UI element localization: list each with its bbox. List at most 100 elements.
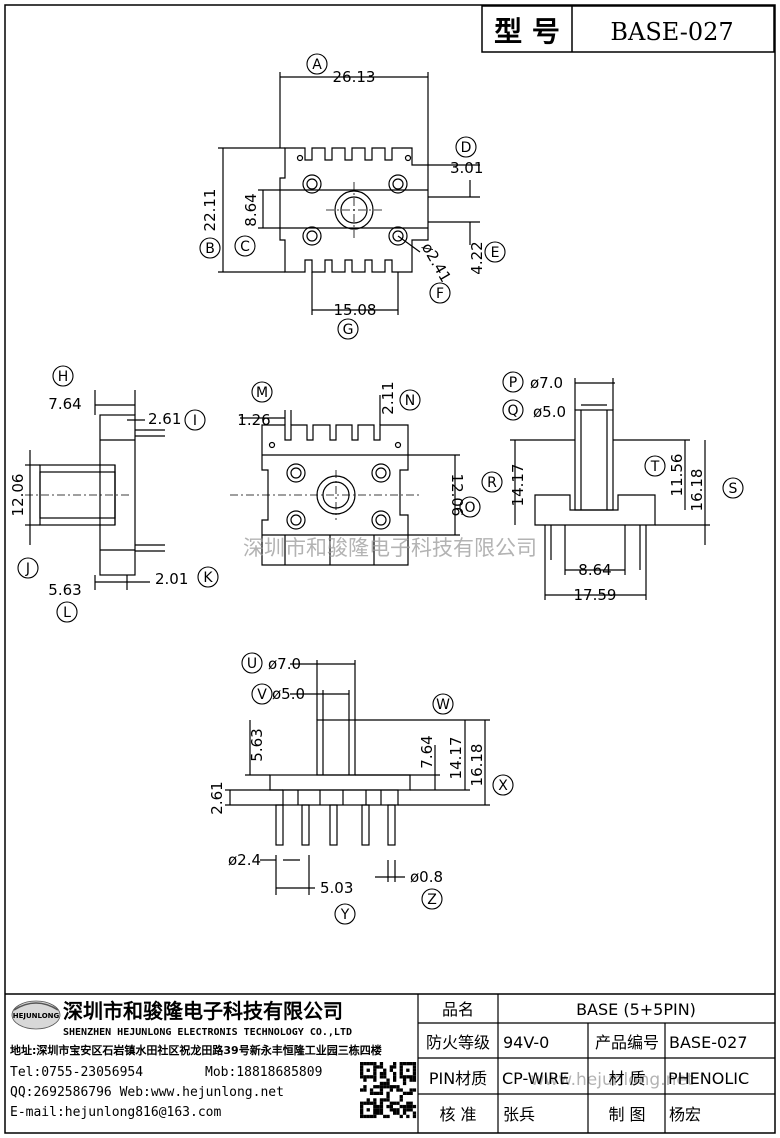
company-mob: Mob:18818685809 <box>205 1065 322 1080</box>
qr-module <box>412 1088 417 1092</box>
qr-module <box>409 1108 413 1112</box>
callout-circle-n <box>399 389 421 411</box>
qr-module <box>360 1065 364 1069</box>
callout-letter-z: Z <box>427 892 437 908</box>
callout-circle-i <box>184 409 206 431</box>
callout-letter-d: D <box>461 140 472 156</box>
qr-code <box>360 1062 417 1119</box>
qr-module <box>373 1108 377 1112</box>
callout-letter-r: R <box>487 475 497 491</box>
qr-module <box>373 1062 377 1066</box>
qr-module <box>376 1104 380 1109</box>
qr-module <box>379 1071 384 1076</box>
fire-value: 94V-0 <box>503 1033 549 1052</box>
dim-f: ø2.41 <box>418 240 455 286</box>
callout-circle-j <box>17 557 39 579</box>
callout-letter-o: O <box>464 500 475 516</box>
qr-module <box>376 1108 380 1112</box>
qr-module <box>369 1091 374 1095</box>
qr-module <box>393 1108 397 1112</box>
qr-module <box>409 1078 413 1082</box>
draw-value: 杨宏 <box>669 1105 701 1124</box>
dim-z: ø0.8 <box>410 868 443 886</box>
qr-module <box>379 1104 384 1109</box>
qr-module <box>409 1062 413 1066</box>
company-address: 地址:深圳市宝安区石岩镇水田社区祝龙田路39号新永丰恒隆工业园三栋四楼 <box>10 1043 382 1057</box>
qr-module <box>393 1085 397 1089</box>
qr-module <box>383 1085 387 1089</box>
callout-circle-x <box>492 774 514 796</box>
callout-circle-s <box>722 477 744 499</box>
qr-module <box>393 1111 397 1115</box>
callout-circle-u <box>241 652 263 674</box>
name-value: BASE (5+5PIN) <box>576 1000 696 1019</box>
qr-module <box>379 1091 384 1095</box>
callout-circle-l <box>56 601 78 623</box>
qr-module <box>406 1062 410 1066</box>
qr-module <box>393 1078 397 1082</box>
callout-circle-e <box>484 241 506 263</box>
left-side-view-dims: 7.64 2.61 12.06 2.01 5.63 <box>9 395 188 599</box>
callout-letter-g: G <box>343 322 354 338</box>
qr-module <box>383 1081 387 1086</box>
qr-module <box>386 1085 390 1089</box>
callout-circle-z <box>421 888 443 910</box>
dim-y: 5.03 <box>320 879 353 897</box>
qr-module <box>373 1068 377 1072</box>
callout-letter-e: E <box>491 245 500 261</box>
qr-module <box>373 1078 377 1082</box>
spec-table <box>417 994 775 1133</box>
qr-module <box>360 1071 364 1076</box>
qr-module <box>363 1101 367 1105</box>
qr-module <box>412 1114 417 1119</box>
qr-module <box>406 1114 410 1119</box>
qr-module <box>409 1088 413 1092</box>
dim-e: 4.22 <box>468 241 486 274</box>
dim-h1: 8.64 <box>578 561 611 579</box>
callout-letter-p: P <box>509 375 517 391</box>
left-side-view <box>25 390 165 590</box>
dim-a: 26.13 <box>333 68 376 86</box>
qr-module <box>406 1075 410 1079</box>
qr-module <box>373 1111 377 1115</box>
qr-module <box>402 1075 407 1079</box>
qr-module <box>360 1114 364 1119</box>
code-value: BASE-027 <box>669 1033 748 1052</box>
company-email: E-mail:hejunlong816@163.com <box>10 1105 221 1120</box>
callout-circle-g <box>337 318 359 340</box>
qr-module <box>366 1108 370 1112</box>
qr-module <box>369 1062 374 1066</box>
qr-module <box>386 1078 390 1082</box>
qr-module <box>366 1068 370 1072</box>
callout-letter-u: U <box>247 656 257 672</box>
qr-module <box>363 1114 367 1119</box>
qr-module <box>386 1114 390 1119</box>
check-value: 张兵 <box>503 1105 535 1124</box>
dim-q: ø5.0 <box>533 403 566 421</box>
qr-module <box>360 1062 364 1066</box>
qr-module <box>406 1091 410 1095</box>
qr-module <box>373 1101 377 1105</box>
callout-letter-w: W <box>436 697 450 713</box>
qr-module <box>409 1101 413 1105</box>
qr-module <box>366 1062 370 1066</box>
callout-letter-m: M <box>256 385 268 401</box>
qr-module <box>412 1071 417 1076</box>
callout-letter-l: L <box>63 605 71 621</box>
material-label: 材 质 <box>608 1069 645 1088</box>
qr-module <box>366 1098 370 1102</box>
watermark-text: 深圳市和骏隆电子科技有限公司 <box>243 536 537 560</box>
qr-module <box>409 1075 413 1079</box>
dim-l: 5.63 <box>48 581 81 599</box>
callout-circle-r <box>481 471 503 493</box>
dim-w2: 14.17 <box>447 737 465 780</box>
qr-module <box>389 1101 393 1105</box>
qr-module <box>373 1091 377 1095</box>
qr-module <box>412 1104 417 1109</box>
pin-label: PIN材质 <box>429 1069 487 1088</box>
qr-module <box>383 1114 387 1119</box>
dim-b: 22.11 <box>201 189 219 232</box>
qr-module <box>379 1075 384 1079</box>
qr-module <box>376 1085 380 1089</box>
qr-module <box>399 1065 403 1069</box>
